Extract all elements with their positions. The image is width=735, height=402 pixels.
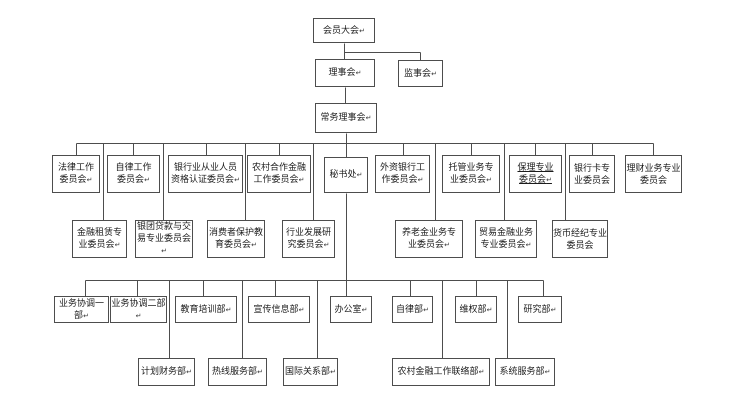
org-node-dept_intl_relations: 国际关系部 (283, 358, 338, 386)
org-node-cmt_bank_card: 银行卡专 业委员会 (569, 155, 615, 193)
org-node-label: 热线服务部 (212, 365, 263, 379)
org-node-cmt_foreign_bank: 外资银行工 作委员会 (375, 155, 430, 193)
org-node-dept_self_discipline: 自律部 (392, 296, 433, 323)
org-node-label: 法律工作 委员会 (58, 161, 94, 187)
org-node-label: 农村金融工作联络部 (398, 365, 485, 379)
org-node-cmt_wealth: 理财业务专业 委员会 (625, 155, 682, 193)
org-node-label: 消费者保护教 育委员会 (209, 226, 263, 252)
org-node-dept_biz_coord_2: 业务协调二部 (110, 296, 167, 323)
org-node-label: 货币经纪专业 委员会 (553, 228, 608, 250)
org-node-label: 理事会 (329, 66, 362, 80)
org-node-dept_planning_finance: 计划财务部 (138, 358, 195, 386)
org-node-cmt_factoring: 保理专业 委员会 (509, 155, 562, 193)
org-node-dept_rights: 维权部 (455, 296, 497, 323)
org-node-dept_edu_training: 教育培训部 (175, 296, 237, 323)
org-node-label: 自律工作 委员会 (115, 161, 151, 187)
org-node-standing_council: 常务理事会 (315, 103, 377, 133)
org-node-cmt_custody: 托管业务专 业委员会 (442, 155, 500, 193)
org-node-secretariat: 秘书处 (324, 157, 368, 193)
org-node-dept_research: 研究部 (518, 296, 562, 323)
org-node-label: 托管业务专 业委员会 (448, 161, 493, 187)
org-node-label: 外资银行工 作委员会 (380, 161, 425, 187)
org-node-cmt_money_broker: 货币经纪专业 委员会 (552, 220, 608, 258)
org-node-label: 教育培训部 (181, 303, 232, 317)
org-node-cmt_industry_research: 行业发展研 究委员会 (282, 220, 335, 258)
org-node-cmt_syndicated_loan: 银团贷款与交 易专业委员会 (135, 220, 193, 258)
org-node-dept_biz_coord_1: 业务协调一部 (54, 296, 109, 323)
org-node-label: 业务协调一部 (55, 297, 108, 323)
org-node-label: 行业发展研 究委员会 (286, 226, 331, 252)
org-node-supervisors: 监事会 (398, 60, 443, 87)
org-node-label: 维权部 (460, 303, 493, 317)
org-node-cmt_self_discipline: 自律工作 委员会 (107, 155, 160, 193)
org-node-cmt_rural_coop: 农村合作金融 工作委员会 (247, 155, 311, 193)
org-node-label: 秘书处 (330, 168, 363, 182)
org-node-council: 理事会 (315, 59, 375, 87)
org-node-label: 银团贷款与交 易专业委员会 (136, 220, 192, 258)
org-node-label: 理财业务专业 委员会 (626, 163, 681, 185)
org-node-dept_hotline: 热线服务部 (208, 358, 267, 386)
org-node-label: 常务理事会 (321, 111, 372, 125)
org-node-dept_system_service: 系统服务部 (495, 358, 555, 386)
org-node-label: 贸易金融业务 专业委员会 (479, 226, 533, 252)
org-node-cmt_leasing: 金融租赁专 业委员会 (72, 220, 127, 258)
org-node-dept_office: 办公室 (330, 296, 372, 323)
org-node-dept_publicity_info: 宣传信息部 (248, 296, 310, 323)
org-node-label: 系统服务部 (500, 365, 551, 379)
org-node-label: 宣传信息部 (254, 303, 305, 317)
org-node-label: 养老金业务专 业委员会 (402, 226, 456, 252)
org-node-label: 金融租赁专 业委员会 (77, 226, 122, 252)
org-node-dept_rural_liaison: 农村金融工作联络部 (392, 358, 490, 386)
org-node-label: 计划财务部 (141, 365, 192, 379)
org-node-label: 国际关系部 (285, 365, 336, 379)
org-node-label: 自律部 (396, 303, 429, 317)
org-node-label: 研究部 (524, 303, 557, 317)
org-node-label: 监事会 (404, 67, 437, 81)
org-node-cmt_consumer_edu: 消费者保护教 育委员会 (207, 220, 265, 258)
org-node-cmt_trade_finance: 贸易金融业务 专业委员会 (475, 220, 537, 258)
org-node-label: 银行卡专 业委员会 (573, 163, 610, 185)
org-node-label: 保理专业 委员会 (517, 161, 553, 187)
org-node-label: 业务协调二部 (111, 297, 166, 323)
org-node-label: 农村合作金融 工作委员会 (252, 161, 306, 187)
org-node-cmt_legal: 法律工作 委员会 (52, 155, 100, 193)
org-node-assembly: 会员大会 (313, 18, 375, 43)
org-node-label: 办公室 (335, 303, 368, 317)
org-node-cmt_qualification: 银行业从业人员 资格认证委员会 (168, 155, 243, 193)
org-node-label: 会员大会 (323, 24, 365, 38)
org-node-label: 银行业从业人员 资格认证委员会 (171, 161, 240, 187)
connector-group (76, 43, 654, 359)
org-node-cmt_pension: 养老金业务专 业委员会 (395, 220, 463, 258)
